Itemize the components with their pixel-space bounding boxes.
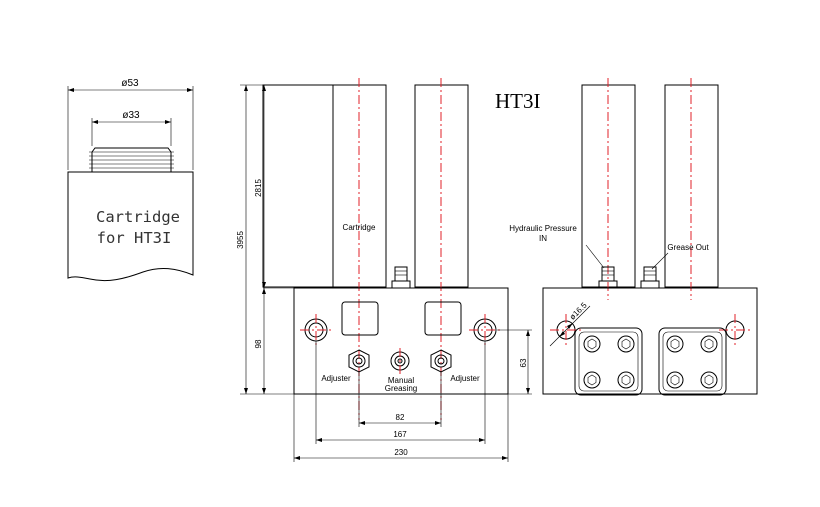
side-hole-left: ø16.5 (549, 300, 591, 347)
dim-inner-diameter-text: ø33 (122, 110, 140, 121)
front-window-left (341, 301, 379, 336)
dim-82-text: 82 (396, 413, 405, 422)
dim-outer-diameter-text: ø53 (121, 78, 139, 89)
leader-hydraulic-pressure (585, 244, 605, 269)
front-top-fitting (391, 266, 411, 289)
front-view: Cartridge Adjuster Manual Greasing Adjus… (236, 78, 532, 462)
cartridge-label-line2: for HT3I (97, 229, 172, 247)
label-hydraulic-pressure-line2: IN (539, 234, 547, 243)
dimension-total-height: 3955 (236, 84, 294, 395)
label-manual-greasing-line1: Manual (388, 376, 414, 385)
dimension-167: 167 (315, 341, 486, 444)
side-bolt-plate-left (574, 327, 643, 396)
dimension-block-height: 98 (254, 288, 266, 394)
dim-167-text: 167 (393, 430, 407, 439)
leader-grease-out (651, 252, 669, 270)
side-view: ø16.5 (509, 78, 758, 396)
dimension-upper-height: 2815 (254, 85, 266, 288)
dim-total-height-text: 3955 (236, 231, 245, 249)
label-manual-greasing-line2: Greasing (385, 384, 417, 393)
front-cartridge-left-outline (262, 84, 334, 288)
dimension-hole-height: 63 (497, 329, 532, 395)
dim-hole-height-text: 63 (519, 358, 528, 367)
label-adjuster-left: Adjuster (321, 374, 351, 383)
side-fitting-hydraulic (598, 266, 618, 289)
dimension-inner-diameter: ø33 (91, 110, 172, 146)
cartridge-view: ø53 ø33 Cartridge for HT3I (67, 78, 194, 282)
side-bolt-plate-right (658, 327, 727, 396)
cartridge-body (67, 171, 194, 282)
dimension-82: 82 (358, 372, 442, 427)
dim-230-text: 230 (394, 448, 408, 457)
dim-block-height-text: 98 (254, 339, 263, 348)
dimension-230: 230 (293, 394, 509, 462)
label-adjuster-right: Adjuster (450, 374, 480, 383)
front-manual-greasing-nipple (390, 348, 410, 376)
dimension-outer-diameter: ø53 (67, 78, 194, 170)
label-hydraulic-pressure-line1: Hydraulic Pressure (509, 224, 577, 233)
cartridge-label-line1: Cartridge (96, 208, 180, 226)
side-block (542, 287, 758, 395)
label-cartridge: Cartridge (343, 223, 376, 232)
cartridge-thread (89, 147, 174, 172)
drawing-title: HT3I (495, 89, 541, 113)
front-window-right (424, 301, 462, 336)
dim-hole-diameter-text: ø16.5 (568, 300, 589, 321)
side-fitting-grease-out (640, 266, 660, 289)
dim-upper-height-text: 2815 (254, 179, 263, 197)
label-grease-out: Grease Out (667, 243, 709, 252)
